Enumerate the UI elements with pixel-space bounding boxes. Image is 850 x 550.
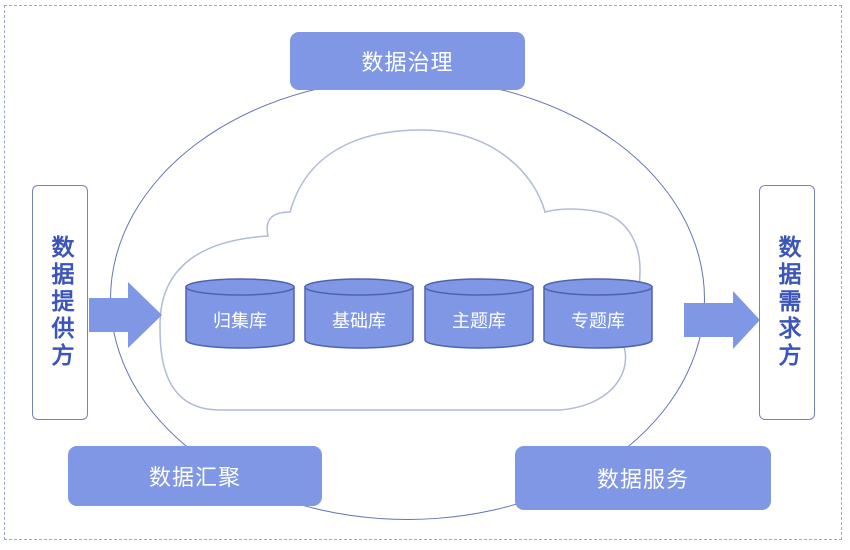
database-cylinder: 专题库 [543, 278, 653, 349]
outbound-arrow [684, 291, 760, 349]
cylinder-body [424, 286, 534, 349]
database-cylinder: 基础库 [304, 278, 414, 349]
data-provider-box: 数据提供方 [32, 185, 88, 420]
cylinder-body [543, 286, 653, 349]
database-label: 基础库 [332, 311, 386, 332]
database-label: 归集库 [213, 311, 267, 332]
stage-governance-box: 数据治理 [290, 32, 525, 90]
cloud-shape [159, 129, 641, 411]
stage-aggregation-box: 数据汇聚 [68, 446, 322, 506]
stage-aggregation-label: 数据汇聚 [148, 466, 241, 491]
cylinder-top [185, 278, 295, 296]
database-group: 归集库 基础库 主题库 专题库 [185, 278, 653, 349]
stage-service-label: 数据服务 [596, 468, 689, 493]
database-label: 专题库 [571, 311, 625, 332]
data-consumer-label: 数据需求方 [774, 235, 800, 370]
cylinder-body [304, 286, 414, 349]
cylinder-body [185, 286, 295, 349]
inbound-arrow [89, 282, 162, 348]
stage-service-box: 数据服务 [515, 446, 771, 510]
diagram-frame [4, 5, 842, 540]
data-provider-label: 数据提供方 [47, 235, 73, 370]
cylinder-top [304, 278, 414, 296]
database-label: 主题库 [452, 311, 506, 332]
database-cylinder: 主题库 [424, 278, 534, 349]
stage-governance-label: 数据治理 [361, 51, 454, 76]
cylinder-top [424, 278, 534, 296]
data-consumer-box: 数据需求方 [759, 185, 815, 420]
cylinder-top [543, 278, 653, 296]
database-cylinder: 归集库 [185, 278, 295, 349]
